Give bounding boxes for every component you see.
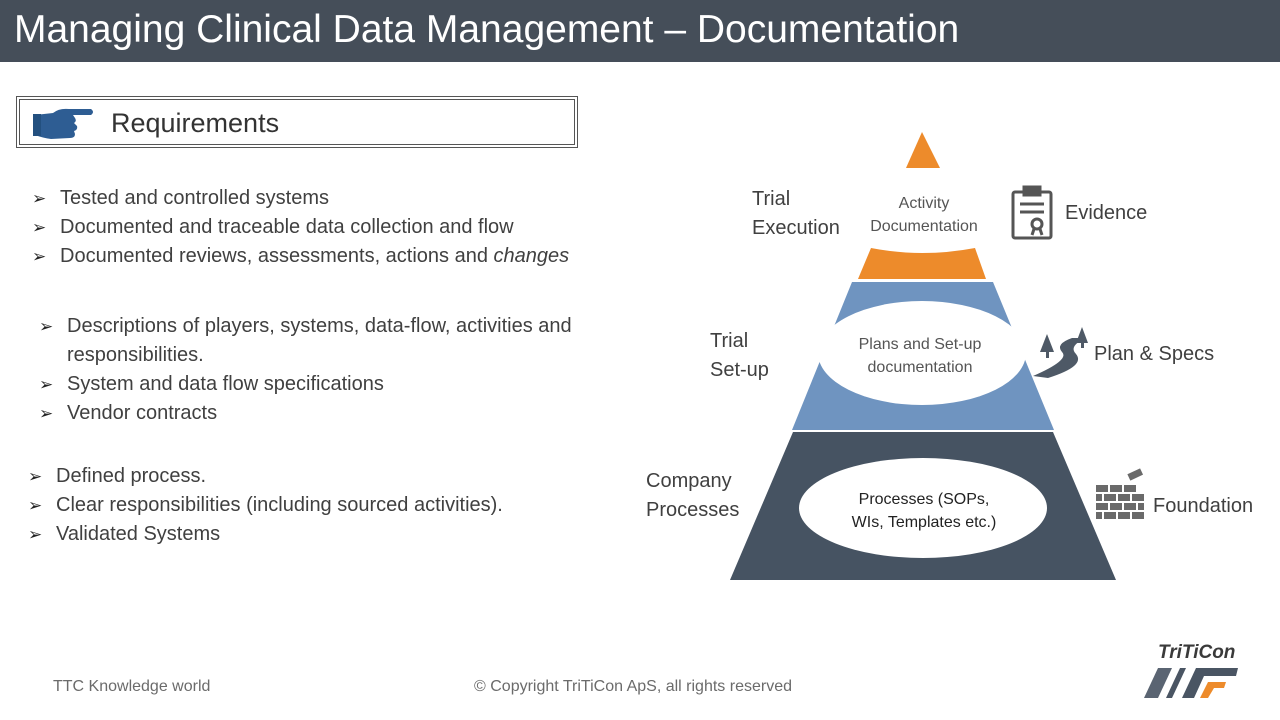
footer-copyright: © Copyright TriTiCon ApS, all rights res… (474, 678, 792, 695)
pyramid-top-band (858, 248, 986, 279)
bullet-text: Clear responsibilities (including source… (56, 494, 503, 516)
arrow-bullet-icon: ➢ (28, 467, 43, 486)
label-plan-specs: Plan & Specs (1094, 343, 1215, 365)
documentation-pyramid: Activity Documentation Plans and Set-up … (730, 132, 1144, 580)
arrow-bullet-icon: ➢ (28, 525, 43, 544)
arrow-bullet-icon: ➢ (32, 189, 47, 208)
bullet-list-group-1: ➢ Tested and controlled systems ➢ Document… (32, 184, 632, 271)
list-item: ➢ Documented reviews, assessments, action… (32, 242, 632, 271)
logo-text: TriTiCon (1158, 642, 1235, 663)
list-item: ➢ System and data flow specifications (39, 370, 639, 399)
page-title: Managing Clinical Data Management – Docu… (14, 8, 960, 51)
label-trial-execution: Trial Execution (752, 185, 840, 243)
bullet-emphasis: changes (493, 245, 570, 267)
bullet-text: Vendor contracts (67, 402, 218, 424)
title-bar: Managing Clinical Data Management – Docu… (0, 0, 1280, 62)
list-item: ➢ Validated Systems (28, 520, 628, 549)
label-company-processes: Company Processes (646, 467, 739, 525)
list-item: ➢ Vendor contracts (39, 399, 639, 428)
bullet-text: Documented reviews, assessments, actions… (60, 245, 494, 267)
brick-wall-icon (1096, 468, 1144, 519)
list-item: ➢ Defined process. (28, 462, 628, 491)
bullet-text: Descriptions of players, systems, data-f… (67, 315, 572, 366)
middle-label-line1: Plans and Set-up (859, 336, 982, 353)
label-evidence: Evidence (1065, 202, 1148, 224)
arrow-bullet-icon: ➢ (32, 218, 47, 237)
list-item: ➢ Documented and traceable data collectio… (32, 213, 632, 242)
road-trees-icon (1033, 327, 1088, 378)
top-label-line1: Activity (899, 195, 950, 212)
requirements-box: Requirements (16, 96, 578, 148)
arrow-bullet-icon: ➢ (32, 247, 47, 266)
pointing-hand-icon (33, 108, 93, 139)
bottom-label-line1: Processes (SOPs, (859, 491, 990, 508)
arrow-bullet-icon: ➢ (39, 404, 54, 423)
label-line: Processes (646, 499, 740, 521)
arrow-bullet-icon: ➢ (39, 317, 54, 336)
list-item: ➢ Descriptions of players, systems, data-… (39, 312, 639, 370)
bullet-text: Validated Systems (56, 523, 221, 545)
bullet-text: Defined process. (56, 465, 207, 487)
label-line: Company (646, 470, 732, 492)
bullet-text: System and data flow specifications (67, 373, 384, 395)
bullet-text: Tested and controlled systems (60, 187, 330, 209)
bottom-label-line2: WIs, Templates etc.) (852, 514, 997, 531)
triticon-logo: TriTiCon (1144, 642, 1238, 698)
footer-left: TTC Knowledge world (53, 678, 211, 695)
bottom-ellipse (799, 458, 1047, 558)
clipboard-certificate-icon (1011, 185, 1053, 240)
pyramid-top-tip (906, 132, 940, 168)
middle-label-line2: documentation (868, 359, 973, 376)
bullet-text: Documented and traceable data collection… (60, 216, 514, 238)
label-line: Execution (752, 217, 840, 239)
label-line: Trial (710, 330, 749, 352)
label-trial-setup: Trial Set-up (710, 327, 769, 385)
label-line: Set-up (710, 359, 769, 381)
list-item: ➢ Tested and controlled systems (32, 184, 632, 213)
label-line: Trial (752, 188, 791, 210)
bullet-list-group-3: ➢ Defined process. ➢ Clear responsibilitie… (28, 462, 628, 549)
label-foundation: Foundation (1153, 495, 1254, 517)
middle-ellipse (818, 301, 1026, 405)
bullet-list-group-2: ➢ Descriptions of players, systems, data-… (39, 312, 639, 428)
requirements-label: Requirements (111, 108, 280, 138)
top-label-line2: Documentation (870, 218, 978, 235)
arrow-bullet-icon: ➢ (39, 375, 54, 394)
list-item: ➢ Clear responsibilities (including sourc… (28, 491, 628, 520)
arrow-bullet-icon: ➢ (28, 496, 43, 515)
